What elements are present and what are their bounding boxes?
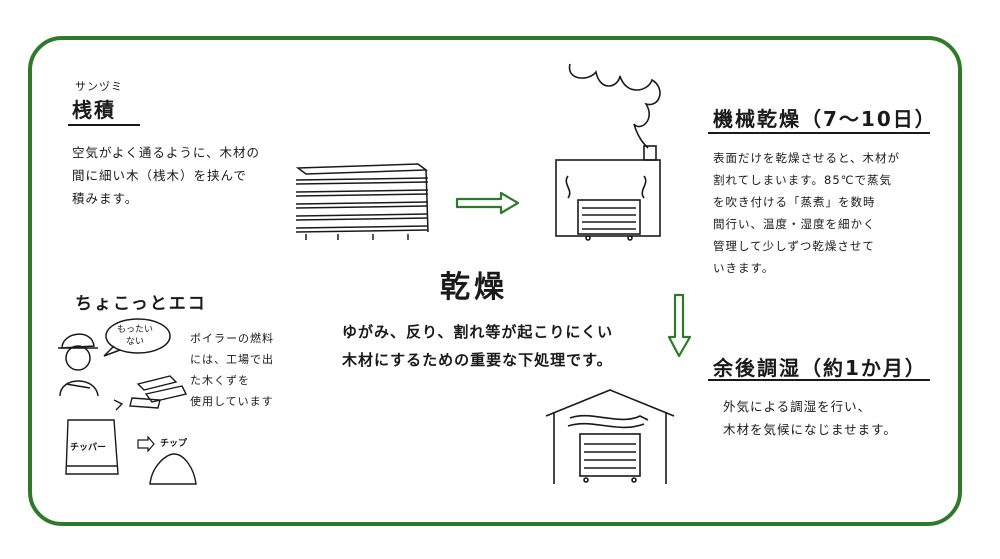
chipper-label: チッパー [70,443,107,453]
conditioning-desc: 外気による調湿を行い、 木材を気候になじませます。 [723,399,897,437]
stacking-ruby: サンヅミ [75,80,123,93]
machine-drying-heading: 機械乾燥（7〜10日） [713,107,937,131]
chipper-bag-illustration [65,419,119,475]
stacking-underline [68,124,140,126]
kiln-dryer-illustration [555,63,661,241]
conditioning-heading: 余後調湿（約1か月） [713,356,927,380]
chip-pile-illustration [149,453,197,485]
arrow-down-icon [667,293,692,358]
center-title: 乾燥 [440,270,508,305]
eco-speech: もったい ない [117,325,154,347]
wood-scraps-illustration [113,375,188,411]
worker-illustration [58,318,171,397]
stacking-desc: 空気がよく通るように、木材の 間に細い木（桟木）を挟んで 積みます。 [72,145,261,206]
machine-drying-underline [708,132,930,134]
machine-drying-desc: 表面だけを乾燥させると、木材が 割れてしまいます。85℃で蒸気 を吹き付ける「蒸… [713,151,901,275]
chip-label: チップ [160,439,188,449]
arrow-right-icon [137,435,155,453]
storage-shed-illustration [545,389,675,484]
conditioning-underline [708,379,930,381]
lumber-stack-illustration [295,163,429,240]
stacking-heading: 桟積 [72,98,116,122]
arrow-right-icon [455,191,520,215]
eco-desc: ボイラーの燃料 には、工場で出 た木くずを 使用しています [190,332,274,408]
eco-heading: ちょこっとエコ [75,294,207,314]
center-desc: ゆがみ、反り、割れ等が起こりにくい 木材にするための重要な下処理です。 [342,323,614,369]
diagram-frame [28,36,962,526]
